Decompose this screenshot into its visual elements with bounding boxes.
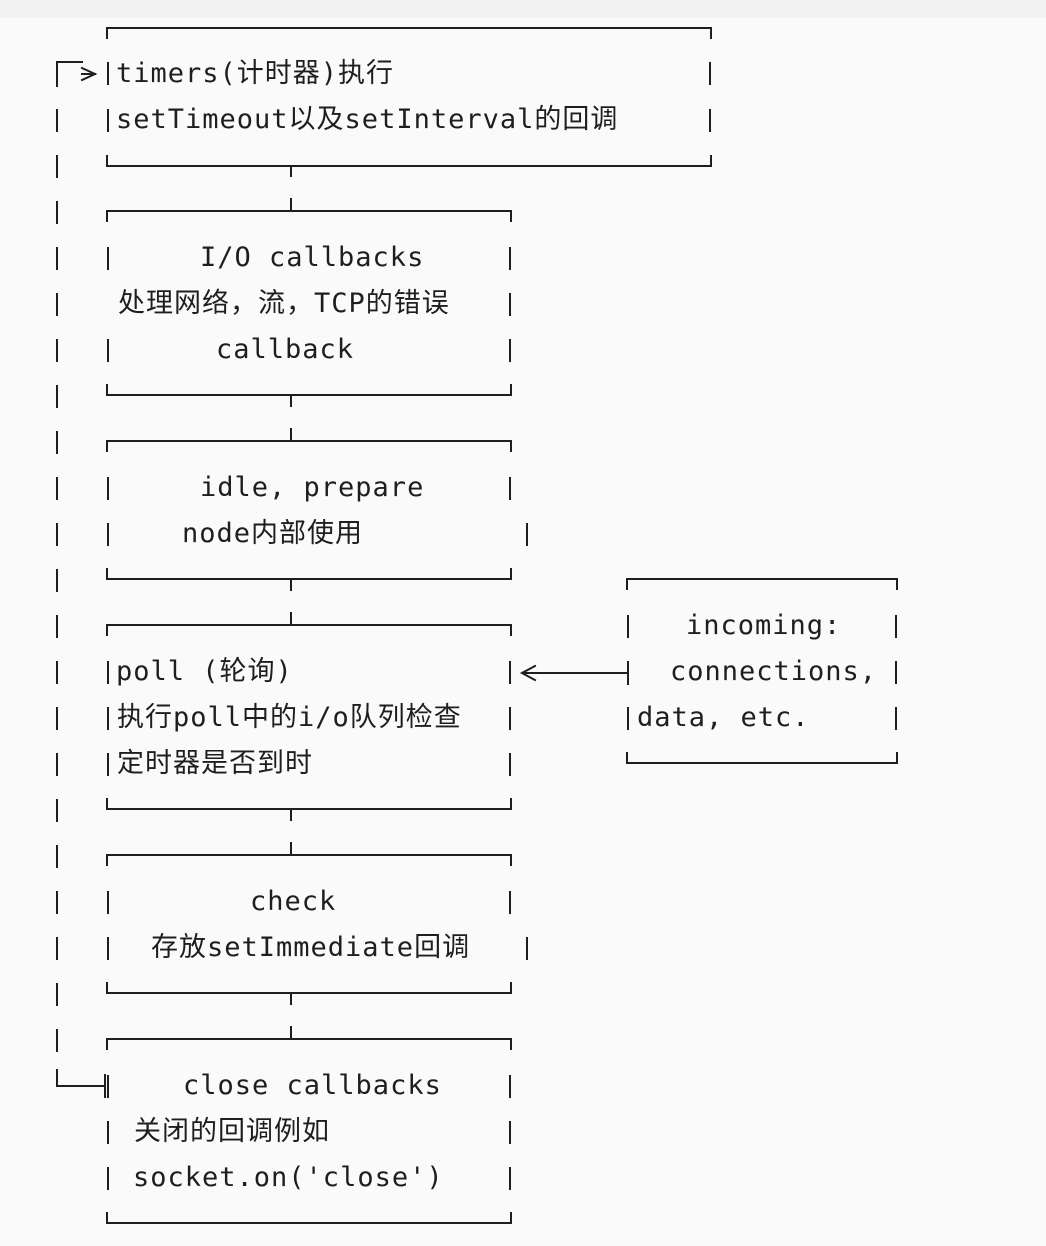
loop-back-line <box>56 61 106 1098</box>
io-box <box>106 210 512 396</box>
incoming-title: incoming: <box>686 610 842 641</box>
check-title: check <box>250 886 337 917</box>
timers-box <box>106 27 712 167</box>
idle-title: idle, prepare <box>200 472 425 503</box>
close-box <box>106 1038 512 1224</box>
close-description-2: socket.on('close') <box>133 1162 444 1193</box>
poll-title: poll (轮询) <box>116 656 293 687</box>
incoming-connections: connections, <box>670 656 878 687</box>
io-title: I/O callbacks <box>200 242 425 273</box>
poll-box <box>106 624 512 810</box>
top-band <box>0 0 1046 18</box>
incoming-data: data, etc. <box>637 702 810 733</box>
idle-box <box>106 440 528 580</box>
check-description: 存放setImmediate回调 <box>151 932 471 963</box>
incoming-arrow <box>519 661 629 685</box>
timers-title: timers(计时器)执行 <box>116 58 395 89</box>
incoming-box <box>626 578 898 764</box>
io-description: 处理网络，流，TCP的错误 <box>118 288 450 319</box>
idle-description: node内部使用 <box>182 518 364 549</box>
io-description-2: callback <box>216 334 355 365</box>
timers-description: setTimeout以及setInterval的回调 <box>116 104 619 135</box>
poll-description: 执行poll中的i/o队列检查 <box>117 702 462 733</box>
close-title: close callbacks <box>183 1070 442 1101</box>
poll-description-2: 定时器是否到时 <box>117 748 313 779</box>
close-description: 关闭的回调例如 <box>134 1116 330 1147</box>
check-box <box>106 854 528 994</box>
